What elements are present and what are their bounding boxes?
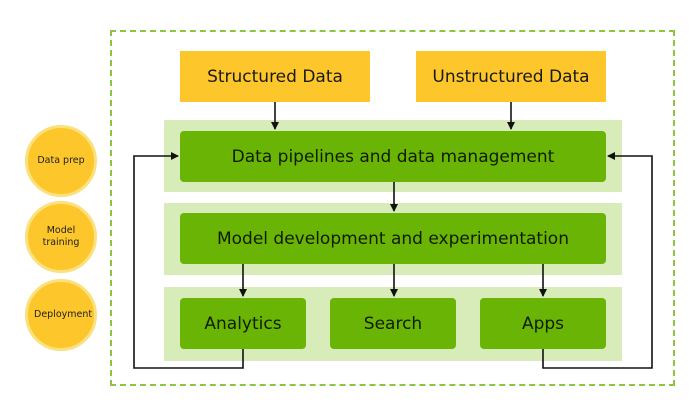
analytics-label: Analytics [204, 313, 282, 334]
structured-data-label: Structured Data [207, 66, 343, 87]
search-label: Search [363, 313, 423, 334]
feedback-loop-left [133, 152, 244, 369]
analytics-box: Analytics [180, 298, 306, 349]
structured-data-box: Structured Data [180, 51, 370, 102]
stage-model-training-label: Model training [42, 225, 80, 248]
pipelines-box: Data pipelines and data management [180, 131, 606, 182]
stage-model-training: Model training [25, 201, 97, 273]
stage-deployment-label: Deployment [34, 309, 93, 320]
feedback-loop-right [542, 152, 653, 369]
apps-box: Apps [480, 298, 606, 349]
unstructured-data-box: Unstructured Data [416, 51, 606, 102]
search-box: Search [330, 298, 456, 349]
apps-label: Apps [521, 313, 565, 334]
model-label: Model development and experimentation [216, 228, 569, 249]
stage-data-prep-label: Data prep [37, 155, 85, 166]
stage-data-prep: Data prep [25, 125, 97, 197]
pipelines-label: Data pipelines and data management [231, 146, 555, 167]
model-box: Model development and experimentation [180, 213, 606, 264]
stage-deployment: Deployment [25, 279, 97, 351]
unstructured-data-label: Unstructured Data [432, 66, 590, 87]
architecture-frame [110, 30, 675, 386]
